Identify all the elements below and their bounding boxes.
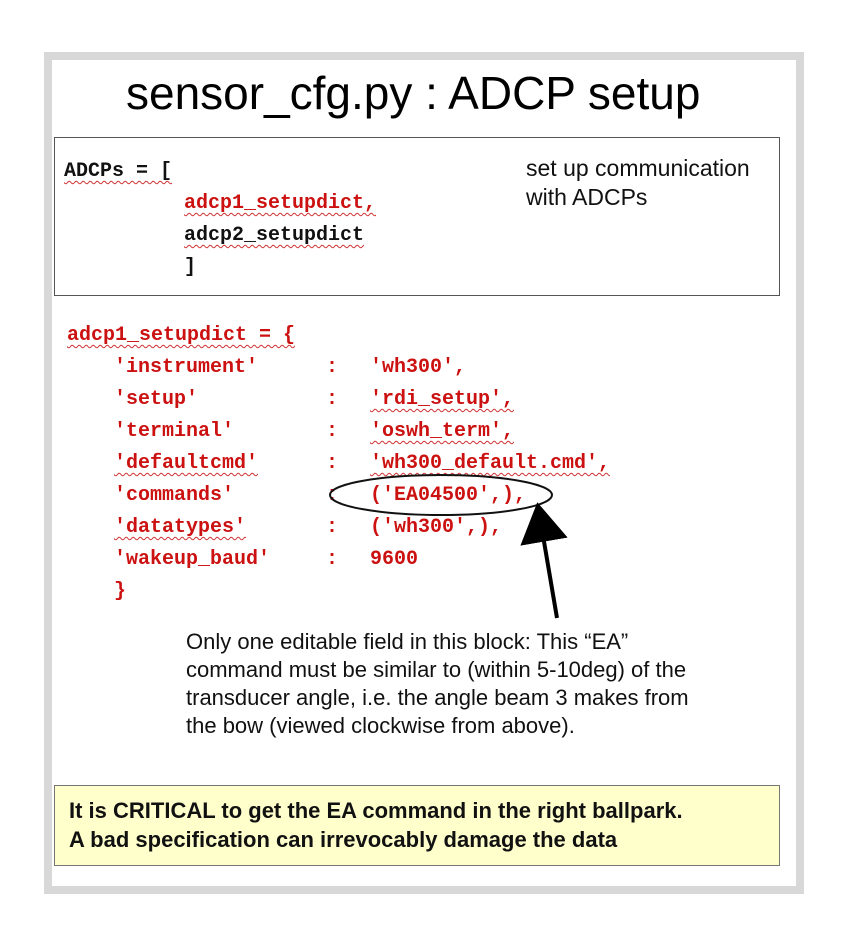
entry-sep: : — [326, 452, 339, 475]
entry-value: ('wh300',), — [370, 516, 503, 539]
adcps-note-line-1: set up communication — [526, 155, 750, 181]
entry-value: 'wh300', — [370, 356, 467, 379]
entry-sep: : — [326, 420, 339, 443]
setupdict-close: } — [114, 580, 127, 603]
warning-box: It is CRITICAL to get the EA command in … — [54, 785, 780, 866]
description-line-3: transducer angle, i.e. the angle beam 3 … — [186, 685, 689, 710]
adcps-close-bracket: ] — [184, 256, 197, 279]
entry-value-commands: ('EA04500',), — [370, 484, 527, 507]
warning-line-1: It is CRITICAL to get the EA command in … — [69, 798, 683, 823]
adcps-keyword: ADCPs = [ — [64, 160, 173, 183]
entry-key: 'instrument' — [114, 356, 259, 379]
highlight-ellipse — [329, 474, 553, 516]
entry-key: 'datatypes' — [114, 516, 247, 539]
entry-value: 'wh300_default.cmd', — [370, 452, 611, 475]
adcps-line: ADCPs = [ — [64, 156, 172, 188]
description-line-1: Only one editable field in this block: T… — [186, 629, 629, 654]
description-text: Only one editable field in this block: T… — [186, 628, 786, 740]
entry-sep: : — [326, 388, 339, 411]
entry-sep: : — [326, 516, 339, 539]
setupdict-header: adcp1_setupdict = { — [67, 324, 296, 347]
adcps-note: set up communication with ADCPs — [526, 154, 750, 212]
entry-key: 'setup' — [114, 388, 199, 411]
entry-key: 'commands' — [114, 484, 235, 507]
adcps-item-2: adcp2_setupdict — [184, 224, 365, 247]
entry-value: 'oswh_term', — [370, 420, 515, 443]
entry-sep: : — [326, 356, 339, 379]
entry-key: 'wakeup_baud' — [114, 548, 271, 571]
entry-value: 'rdi_setup', — [370, 388, 515, 411]
warning-line-2: A bad specification can irrevocably dama… — [69, 827, 618, 852]
entry-value: 9600 — [370, 548, 419, 571]
pointer-arrow — [520, 502, 568, 619]
description-line-4: the bow (viewed clockwise from above). — [186, 713, 575, 738]
description-line-2: command must be similar to (within 5-10d… — [186, 657, 687, 682]
entry-key: 'defaultcmd' — [114, 452, 259, 475]
adcps-code-box — [54, 137, 780, 296]
adcps-item-1: adcp1_setupdict, — [184, 192, 377, 215]
entry-key: 'terminal' — [114, 420, 235, 443]
adcps-note-line-2: with ADCPs — [526, 184, 648, 210]
slide-title: sensor_cfg.py : ADCP setup — [126, 67, 701, 119]
entry-sep: : — [326, 548, 339, 571]
